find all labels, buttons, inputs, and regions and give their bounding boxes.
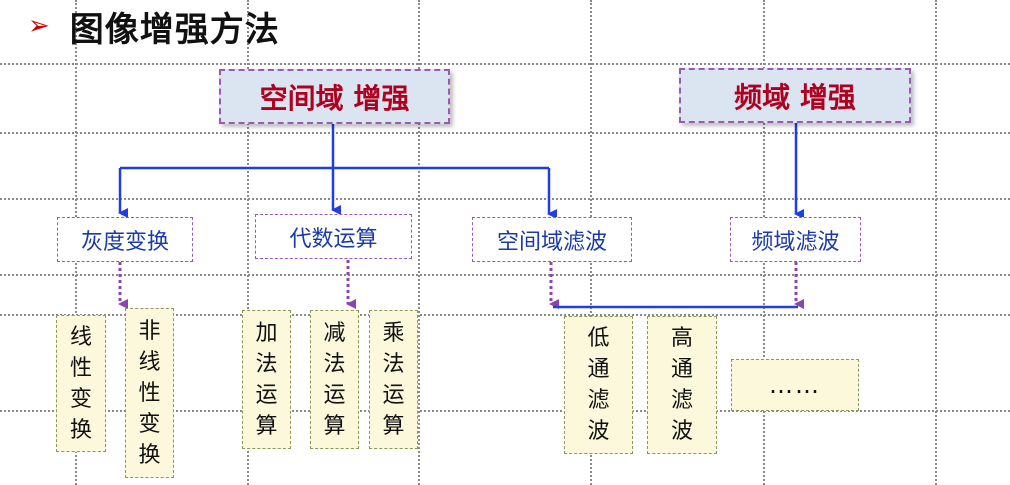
leaf-char: 性 [69, 355, 92, 381]
algebra-operation-box: 代数运算 [255, 214, 412, 259]
nonlinear-transform-box: 非线性变换 [125, 308, 174, 478]
leaf-char: 高 [670, 326, 693, 351]
leaf-char: 非 [138, 318, 161, 344]
linear-transform-box: 线性变换 [56, 315, 106, 452]
spatial-domain-box: 空间域 增强 [219, 69, 450, 124]
leaf-char: 性 [138, 380, 161, 406]
leaf-char: 线 [138, 349, 161, 375]
frequency-filter-box: 频域滤波 [730, 217, 861, 262]
leaf-char: 通 [670, 357, 693, 382]
leaf-char: 减 [323, 320, 346, 346]
leaf-char: 换 [69, 417, 92, 443]
leaf-char: 滤 [587, 388, 610, 413]
leaf-char: 算 [323, 413, 346, 439]
grid-line [0, 63, 1010, 65]
arrow-bullet-icon: ➢ [28, 11, 50, 41]
leaf-char: 变 [138, 411, 161, 437]
grid-line [0, 132, 1010, 134]
leaf-char: 法 [382, 351, 405, 377]
leaf-char: 运 [382, 382, 405, 408]
leaf-char: 滤 [670, 388, 693, 413]
title-row: ➢ 图像增强方法 [28, 4, 280, 50]
leaf-char: 法 [323, 351, 346, 377]
leaf-char: 算 [255, 413, 278, 439]
leaf-char: 低 [587, 326, 610, 351]
leaf-char: 运 [255, 382, 278, 408]
more-methods-box: …… [731, 359, 859, 411]
leaf-char: 变 [69, 386, 92, 412]
grid-line [0, 198, 1010, 200]
leaf-char: 加 [255, 320, 278, 346]
grid-line [418, 0, 420, 485]
leaf-char: 法 [255, 351, 278, 377]
leaf-char: 波 [670, 419, 693, 444]
grid-line [935, 0, 937, 485]
multiplication-box: 乘法运算 [369, 310, 418, 449]
gray-transform-box: 灰度变换 [57, 217, 193, 262]
leaf-char: 线 [69, 324, 92, 350]
addition-box: 加法运算 [242, 310, 291, 449]
frequency-domain-box: 频域 增强 [679, 68, 911, 123]
leaf-char: 运 [323, 382, 346, 408]
leaf-char: 换 [138, 442, 161, 468]
grid-line [247, 0, 249, 485]
leaf-char: 算 [382, 413, 405, 439]
leaf-char: 乘 [382, 320, 405, 346]
spatial-filter-box: 空间域滤波 [472, 217, 632, 262]
subtraction-box: 减法运算 [310, 310, 359, 449]
grid-line [0, 410, 1010, 412]
lowpass-filter-box: 低通滤波 [564, 316, 633, 454]
leaf-char: 通 [587, 357, 610, 382]
page-title: 图像增强方法 [69, 9, 280, 50]
grid-line [0, 314, 1010, 316]
grid-line [0, 274, 1010, 276]
highpass-filter-box: 高通滤波 [647, 316, 717, 454]
leaf-char: 波 [587, 419, 610, 444]
